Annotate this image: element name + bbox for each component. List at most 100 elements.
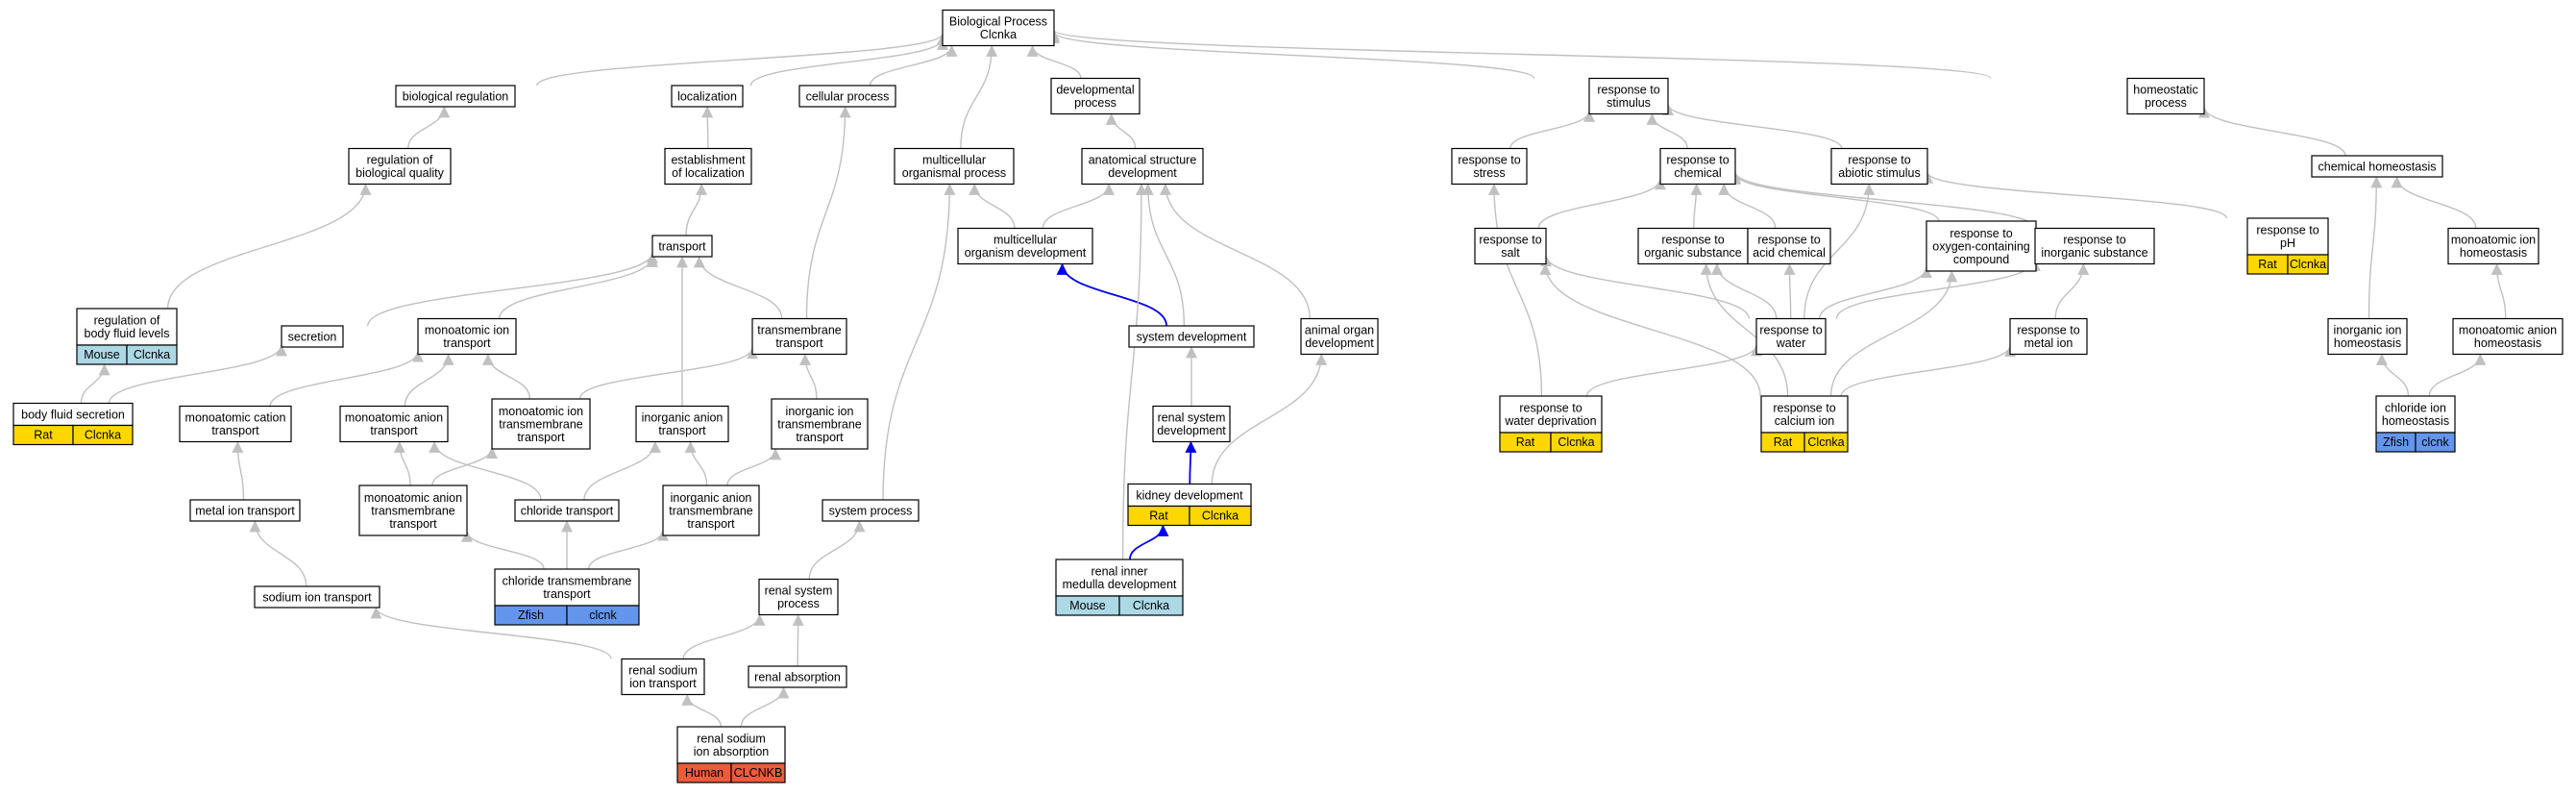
go-term-node-renalabs[interactable]: renal absorption: [748, 665, 847, 688]
node-box: [771, 398, 869, 450]
node-label-line: renal system: [1158, 411, 1226, 425]
node-box: [281, 325, 344, 348]
edge-chltr-to-monoanion: [429, 440, 542, 501]
node-label-line: development: [1108, 166, 1177, 180]
gene-badge: [1803, 432, 1849, 453]
gene-label: Clcnka: [2290, 258, 2326, 271]
node-box: [1755, 317, 1827, 356]
node-box: [254, 585, 380, 609]
node-box: [671, 85, 744, 108]
edge-animorgan-to-anatdev: [1159, 183, 1311, 319]
node-label-line: body fluid secretion: [21, 408, 125, 421]
node-box: [1055, 559, 1184, 597]
go-term-node-chltr[interactable]: chloride transport: [514, 499, 620, 522]
go-term-node-chemhomeo[interactable]: chemical homeostasis: [2311, 155, 2443, 178]
edge-renalsysproc-to-sysproc: [808, 520, 866, 580]
go-term-node-sysproc[interactable]: system process: [822, 499, 920, 522]
species-label: Rat: [1149, 509, 1168, 523]
node-label-line: multicellular: [922, 154, 986, 167]
node-label-line: response to: [1597, 84, 1659, 97]
go-term-node-sysdev[interactable]: system development: [1128, 325, 1255, 348]
node-label-line: stress: [1473, 166, 1505, 180]
gene-label: clcnk: [2421, 435, 2449, 449]
edges-layer: [80, 29, 2507, 728]
go-term-node-cellproc[interactable]: cellular process: [798, 85, 896, 108]
node-label-line: ion transport: [629, 677, 697, 690]
gene-label: CLCNKB: [734, 766, 783, 780]
edge-renalsodabs-to-renalabs: [740, 686, 790, 728]
edge-monoanhomeo-to-monohomeo: [2490, 262, 2507, 319]
node-label-line: monoatomic anion: [345, 411, 443, 425]
node-box: [2375, 395, 2456, 434]
edge-respwaterdep-to-respwater: [1585, 344, 1762, 397]
go-term-node-secretion[interactable]: secretion: [281, 325, 344, 348]
go-term-node-local[interactable]: localization: [671, 85, 744, 108]
go-term-node-transport[interactable]: transport: [651, 235, 713, 258]
go-term-node-metaliontr[interactable]: metal ion transport: [189, 499, 301, 522]
edge-local-to-bp: [749, 37, 948, 87]
go-term-node-bioreg[interactable]: biological regulation: [395, 85, 516, 108]
node-label-line: response to: [1848, 154, 1910, 167]
node-label-line: metal ion: [2024, 336, 2073, 350]
node-box: [957, 227, 1093, 265]
gene-badge: [730, 762, 786, 783]
node-label-line: calcium ion: [1775, 414, 1835, 428]
node-box: [621, 658, 705, 696]
edge-renalmed-to-anatdev: [1121, 183, 1147, 560]
edge-renalmed-to-kidneydev: [1129, 524, 1169, 560]
gene-label: clcnk: [589, 609, 617, 622]
node-label-line: ion absorption: [694, 745, 770, 758]
species-label: Zfish: [518, 609, 544, 622]
node-label-line: secretion: [288, 330, 337, 343]
node-box: [358, 484, 468, 536]
go-term-node-sodiumtr[interactable]: sodium ion transport: [254, 585, 380, 609]
node-box: [417, 317, 517, 356]
node-label-line: process: [777, 597, 820, 610]
